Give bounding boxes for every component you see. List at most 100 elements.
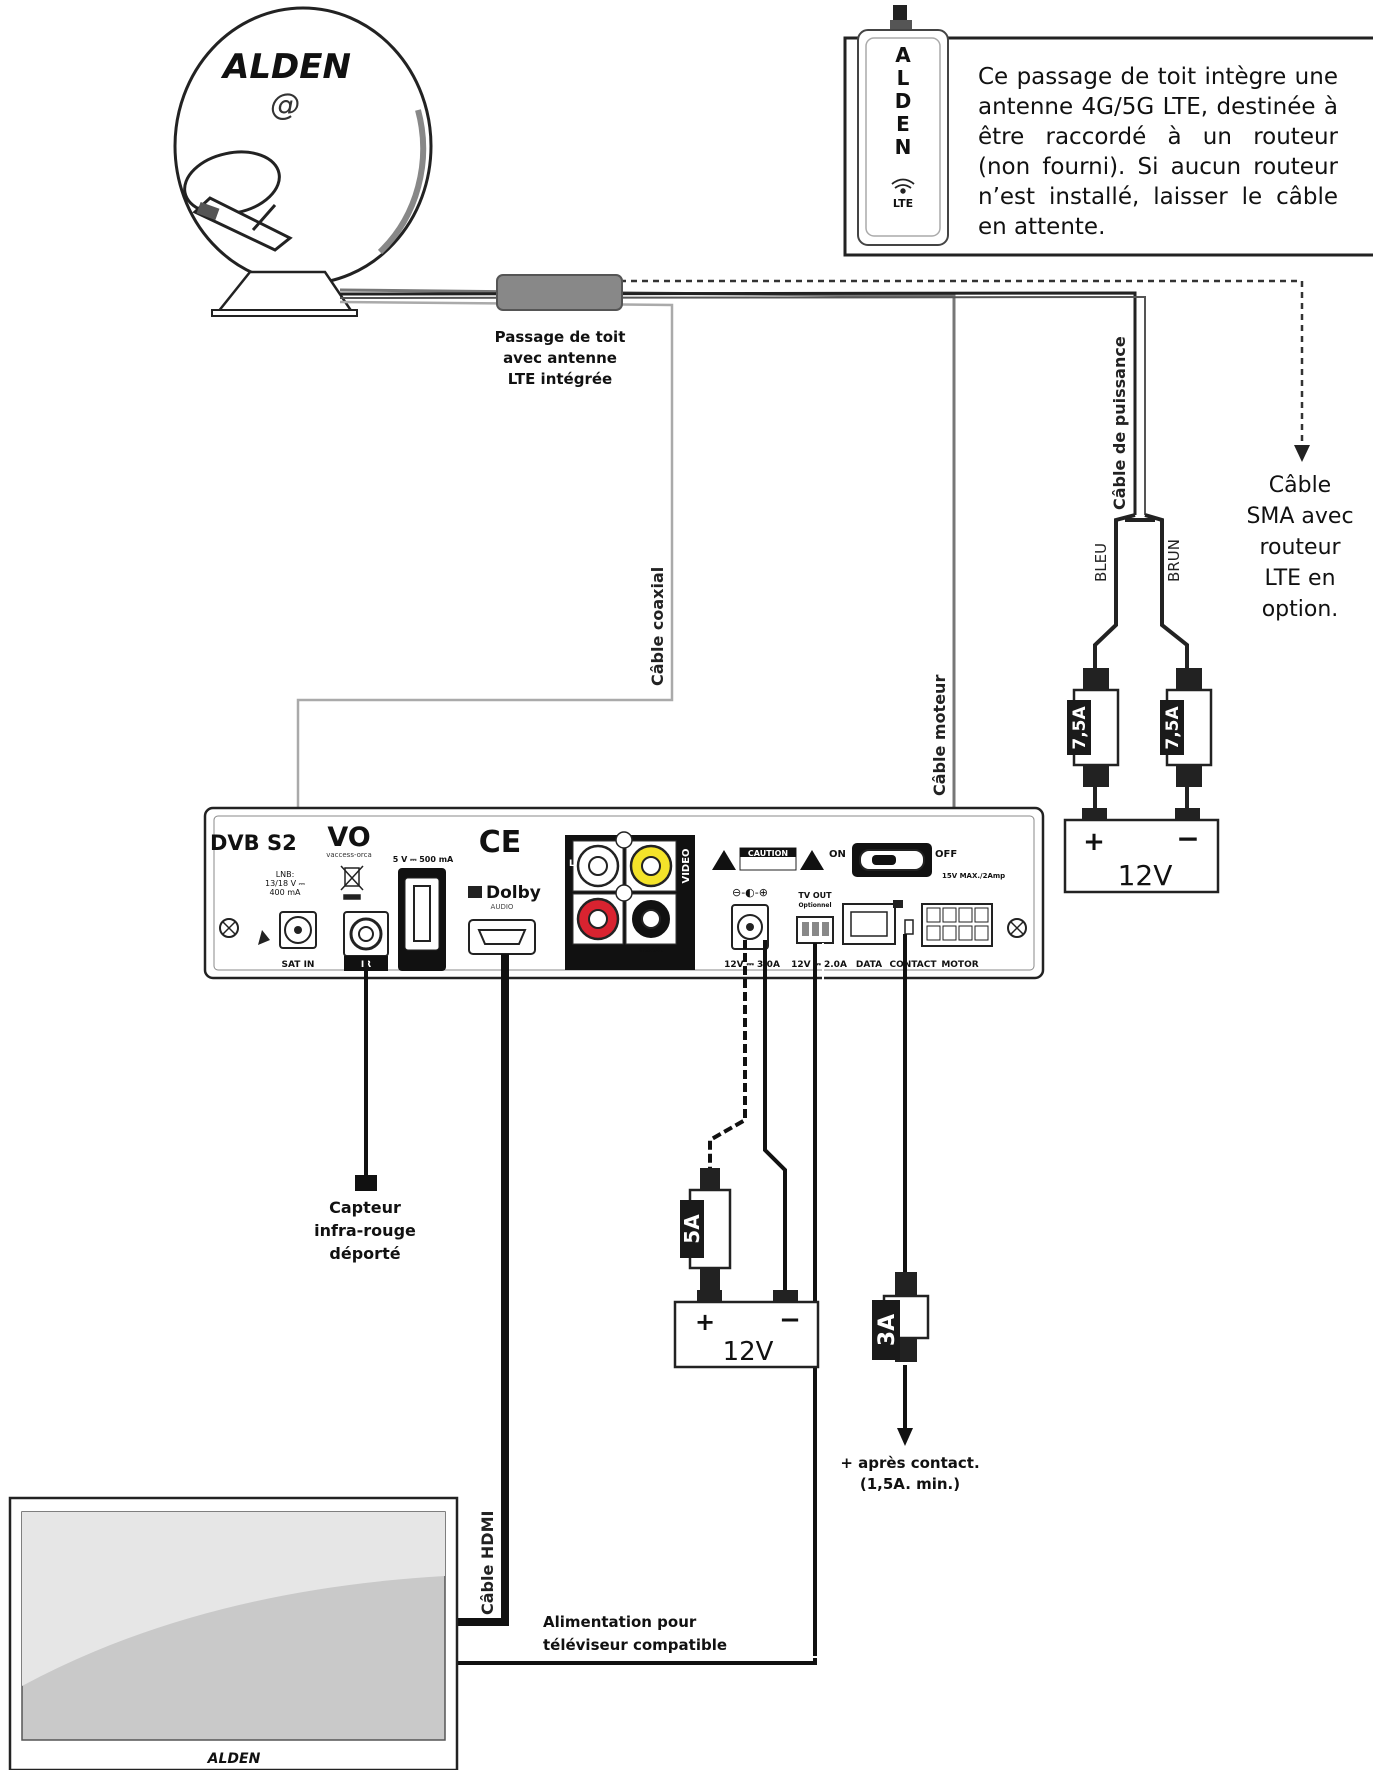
bleu-wire-label: BLEU bbox=[1092, 542, 1110, 582]
receiver: DVB S2 VO vaccess-orca CE 5 V ⎓ 500 mA L… bbox=[203, 806, 1045, 980]
lnb-line1: LNB: bbox=[276, 870, 295, 879]
after-contact-label: + après contact. (1,5A. min.) bbox=[820, 1453, 1000, 1495]
roof-passage-line3: LTE intégrée bbox=[507, 370, 613, 388]
ce-mark: CE bbox=[479, 825, 522, 860]
fuse-right-label: 7,5A bbox=[1163, 706, 1183, 750]
screw-right-icon bbox=[1007, 918, 1027, 938]
ir-line1: Capteur bbox=[329, 1198, 401, 1217]
hdmi-port bbox=[468, 919, 536, 955]
satellite-icon bbox=[258, 930, 270, 945]
sma-line5: option. bbox=[1261, 597, 1339, 622]
ir-line2: infra-rouge bbox=[314, 1221, 416, 1240]
contact-port bbox=[904, 919, 914, 935]
battery-top-minus: − bbox=[1176, 822, 1199, 855]
satellite-dish: ALDEN @ bbox=[173, 6, 433, 317]
screw-left-icon bbox=[219, 918, 239, 938]
roof-passage-label: Passage de toit avec antenne LTE intégré… bbox=[470, 327, 650, 390]
rca-video-label: VIDEO bbox=[681, 848, 692, 883]
wifi-icon bbox=[891, 178, 915, 194]
power-switch: ON OFF 15V MAX./2Amp bbox=[829, 843, 1005, 880]
fuse-receiver-label: 5A bbox=[680, 1214, 704, 1244]
rca-l-label: L bbox=[569, 859, 575, 869]
coax-cable-label: Câble coaxial bbox=[648, 566, 667, 686]
television: ALDEN bbox=[8, 1496, 459, 1770]
battery-bottom-label: 12V bbox=[723, 1337, 774, 1367]
polarity-symbol: ⊖-◐-⊕ bbox=[732, 886, 768, 899]
tv-out-label: TV OUT bbox=[798, 891, 832, 900]
tv-brand-text: ALDEN bbox=[207, 1751, 261, 1767]
port-label-motor: MOTOR bbox=[941, 960, 978, 970]
vo-subtext: vaccess-orca bbox=[326, 851, 372, 859]
fuse-left-power: 7,5A bbox=[1067, 668, 1120, 787]
battery-bottom-minus: − bbox=[779, 1305, 801, 1335]
roof-passage-line1: Passage de toit bbox=[494, 328, 626, 346]
lnb-line3: 400 mA bbox=[269, 888, 301, 897]
lower-cables bbox=[364, 934, 913, 1665]
lte-letter-d: D bbox=[895, 89, 912, 113]
hdmi-cable-label: Câble HDMI bbox=[478, 1510, 497, 1615]
caution-label: CAUTION bbox=[712, 847, 824, 871]
port-label-contact: CONTACT bbox=[890, 960, 938, 970]
fuse-contact: 3A bbox=[872, 1272, 930, 1362]
fuse-right-power: 7,5A bbox=[1160, 668, 1213, 787]
caution-text: CAUTION bbox=[748, 849, 788, 858]
lte-label: LTE bbox=[893, 197, 913, 210]
battery-top: + − 12V bbox=[1063, 808, 1220, 894]
fuse-left-label: 7,5A bbox=[1070, 706, 1090, 750]
tv-power-label: Alimentation pour téléviseur compatible bbox=[543, 1611, 763, 1657]
fuse-receiver: 5A bbox=[680, 1168, 732, 1290]
motor-max-label: 15V MAX./2Amp bbox=[942, 872, 1005, 880]
usb-port bbox=[398, 868, 446, 971]
lte-letter-e: E bbox=[896, 112, 910, 136]
port-label-dc-3a: 12V ⎓ 3.0A bbox=[724, 960, 780, 970]
lte-info-note: Ce passage de toit intègre une antenne 4… bbox=[978, 64, 1338, 240]
dish-brand-text: ALDEN bbox=[220, 47, 351, 87]
usb-spec: 5 V ⎓ 500 mA bbox=[393, 855, 454, 864]
weee-bin-icon bbox=[340, 865, 364, 900]
dvb-logo: DVB S2 bbox=[210, 831, 297, 855]
ir-sensor-label: Capteur infra-rouge déporté bbox=[290, 1196, 440, 1265]
sat-in-port bbox=[279, 911, 317, 949]
port-label-tv-2a: 12V ⎓ 2.0A bbox=[791, 960, 847, 970]
rca-coax-label: COAX. bbox=[639, 946, 663, 954]
fuse-contact-label: 3A bbox=[875, 1314, 900, 1346]
tv-out-optional: Optionnel bbox=[798, 902, 831, 909]
sma-cable-label: Câble SMA avec routeur LTE en option. bbox=[1230, 470, 1370, 625]
battery-top-label: 12V bbox=[1118, 859, 1173, 892]
sma-line4: LTE en bbox=[1264, 566, 1336, 591]
roof-passage bbox=[496, 274, 623, 311]
after-contact-line2: (1,5A. min.) bbox=[859, 1475, 961, 1493]
motor-port bbox=[921, 903, 993, 947]
ir-sensor-tip bbox=[355, 1175, 377, 1191]
dolby-audio-text: AUDIO bbox=[491, 903, 514, 911]
rca-block: L VIDEO COAX. bbox=[565, 831, 695, 970]
sma-line2: SMA avec bbox=[1246, 504, 1354, 529]
data-port bbox=[842, 900, 903, 945]
battery-bottom-plus: + bbox=[695, 1308, 715, 1336]
lte-letter-n: N bbox=[895, 135, 912, 159]
port-label-data: DATA bbox=[856, 960, 882, 970]
dc-in-port: ⊖-◐-⊕ bbox=[731, 886, 769, 950]
roof-passage-line2: avec antenne bbox=[503, 349, 617, 367]
vo-logo: VO bbox=[327, 822, 370, 853]
lte-module: A L D E N LTE bbox=[843, 5, 1373, 257]
dish-at-sign: @ bbox=[270, 88, 300, 123]
lnb-line2: 13/18 V ⎓ bbox=[265, 879, 306, 888]
tv-power-line2: téléviseur compatible bbox=[543, 1636, 728, 1654]
tv-out-port: TV OUT Optionnel bbox=[796, 891, 834, 944]
battery-bottom: + − 12V bbox=[673, 1290, 820, 1369]
dolby-logo: Dolby AUDIO bbox=[468, 883, 541, 911]
after-contact-line1: + après contact. bbox=[840, 1454, 980, 1472]
port-label-sat-in: SAT IN bbox=[282, 960, 315, 970]
lte-letter-l: L bbox=[897, 66, 910, 90]
ir-line3: déporté bbox=[329, 1244, 401, 1263]
tv-power-line1: Alimentation pour bbox=[543, 1613, 697, 1631]
switch-on-label: ON bbox=[829, 849, 846, 860]
switch-off-label: OFF bbox=[935, 849, 957, 860]
motor-cable-label: Câble moteur bbox=[930, 674, 949, 796]
sma-line3: routeur bbox=[1259, 535, 1341, 560]
dolby-text: Dolby bbox=[486, 883, 541, 903]
brun-wire-label: BRUN bbox=[1165, 539, 1183, 582]
sma-line1: Câble bbox=[1268, 473, 1332, 498]
